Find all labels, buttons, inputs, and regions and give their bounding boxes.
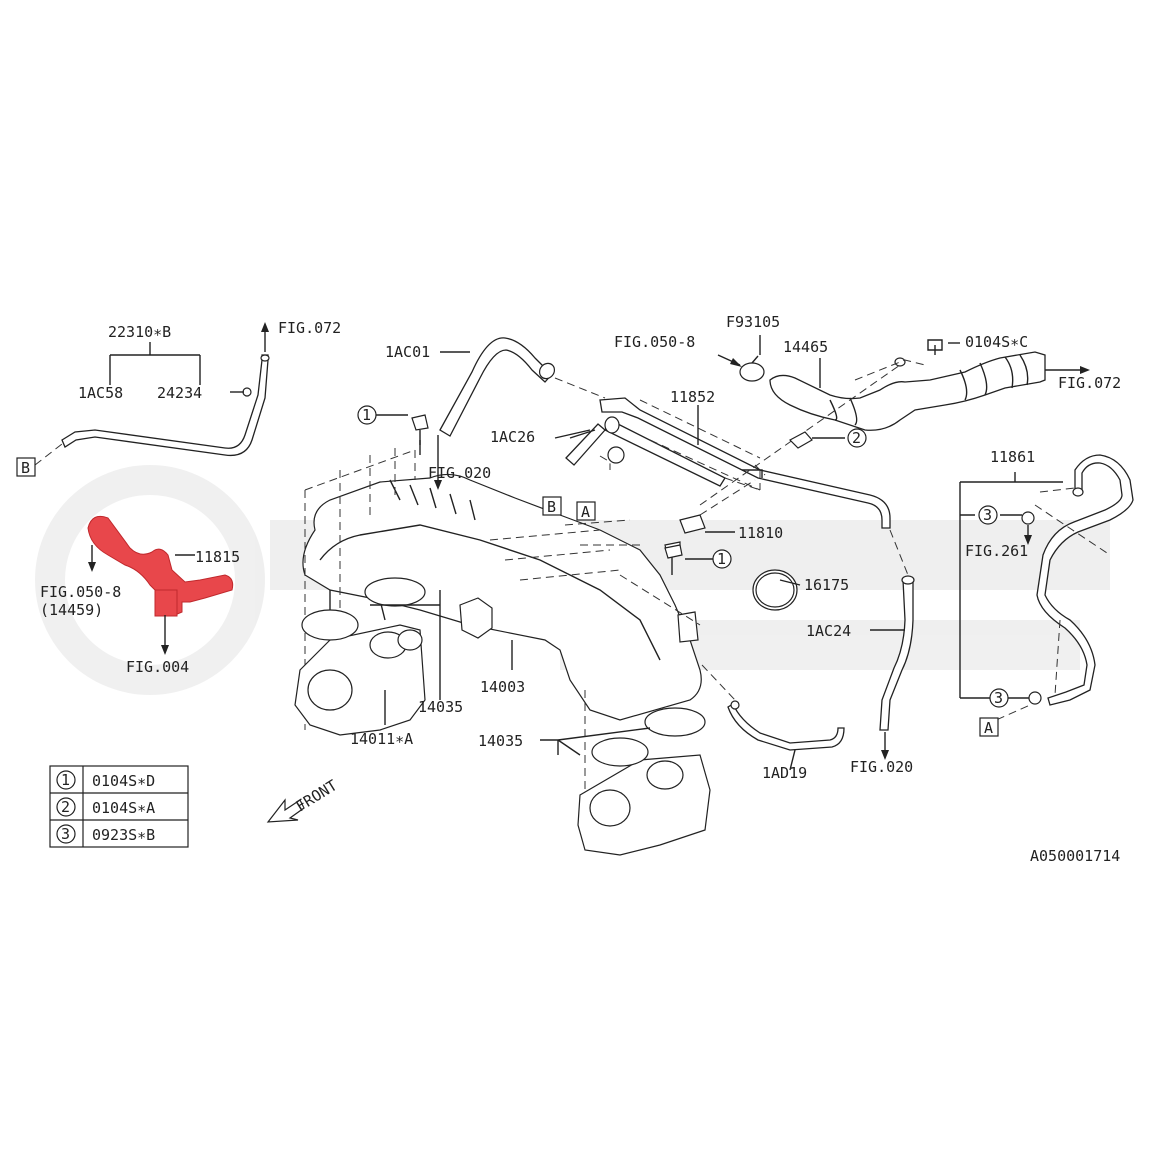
- label-f93105: F93105: [726, 313, 780, 331]
- label-14465: 14465: [783, 338, 828, 356]
- label-24234: 24234: [157, 384, 202, 402]
- front-arrow: FRONT: [266, 776, 341, 823]
- label-1ac58: 1AC58: [78, 384, 123, 402]
- label-fig020-b[interactable]: FIG.020: [850, 758, 913, 776]
- label-fig072-b[interactable]: FIG.072: [1058, 374, 1121, 392]
- legend-code-1: 0104S∗D: [92, 772, 155, 790]
- throttle-body-14011a: [294, 577, 426, 736]
- hose-1ad19: [701, 664, 845, 751]
- label-22310b: 22310∗B: [108, 323, 171, 341]
- label-1ac24: 1AC24: [806, 622, 851, 640]
- label-box-b-mid: B: [547, 498, 556, 516]
- hose-11861: [959, 454, 1134, 726]
- legend-num-3: 3: [61, 825, 70, 843]
- label-11861: 11861: [990, 448, 1035, 466]
- callout-2: 2: [852, 429, 861, 447]
- label-14035-b: 14035: [478, 732, 523, 750]
- label-16175: 16175: [804, 576, 849, 594]
- label-14459: (14459): [40, 601, 103, 619]
- legend-num-2: 2: [61, 798, 70, 816]
- intake-manifold-14003: [302, 414, 756, 850]
- bolt-2: [789, 431, 845, 449]
- label-11810: 11810: [738, 524, 783, 542]
- label-fig072-a[interactable]: FIG.072: [278, 319, 341, 337]
- label-0104sc: 0104S∗C: [965, 333, 1028, 351]
- label-box-a-mid: A: [581, 503, 590, 521]
- o-ring-16175: [752, 569, 798, 611]
- diagram-code: A050001714: [1030, 847, 1120, 865]
- hose-1ac24: [879, 529, 915, 760]
- label-fig020-a[interactable]: FIG.020: [428, 464, 491, 482]
- label-fig004[interactable]: FIG.004: [126, 658, 189, 676]
- red-hose: [87, 515, 234, 616]
- intake-duct-14465: [699, 335, 1090, 506]
- highlighted-hose-11815: [87, 515, 234, 655]
- label-1ac26: 1AC26: [490, 428, 535, 446]
- legend-code-3: 0923S∗B: [92, 826, 155, 844]
- label-box-b-left: B: [21, 459, 30, 477]
- callout-1-a: 1: [362, 406, 371, 424]
- legend-table: 1 0104S∗D 2 0104S∗A 3 0923S∗B: [49, 765, 189, 848]
- label-box-a-right: A: [984, 719, 993, 737]
- label-11852: 11852: [670, 388, 715, 406]
- label-14011a: 14011∗A: [350, 730, 413, 748]
- leader-lines: [175, 351, 905, 771]
- callout-3-a: 3: [983, 506, 992, 524]
- label-11815: 11815: [195, 548, 240, 566]
- label-14003: 14003: [480, 678, 525, 696]
- pipe-22310b-assembly: [34, 322, 270, 466]
- callout-1-b: 1: [717, 550, 726, 568]
- label-front: FRONT: [293, 776, 341, 815]
- throttle-body-right: [577, 707, 711, 856]
- label-fig050-8-top[interactable]: FIG.050-8: [614, 333, 695, 351]
- callout-3-b: 3: [994, 689, 1003, 707]
- label-14035-a: 14035: [418, 698, 463, 716]
- labels: 22310∗B FIG.072 1AC58 24234 B 1AC01 1AC2…: [16, 313, 1121, 865]
- label-fig261[interactable]: FIG.261: [965, 542, 1028, 560]
- pcv-hoses-top: [439, 337, 891, 529]
- label-1ac01: 1AC01: [385, 343, 430, 361]
- label-1ad19: 1AD19: [762, 764, 807, 782]
- label-fig050-8-left[interactable]: FIG.050-8: [40, 583, 121, 601]
- callouts: 1 1 2 3 3: [357, 405, 1009, 708]
- legend-num-1: 1: [61, 771, 70, 789]
- legend-code-2: 0104S∗A: [92, 799, 155, 817]
